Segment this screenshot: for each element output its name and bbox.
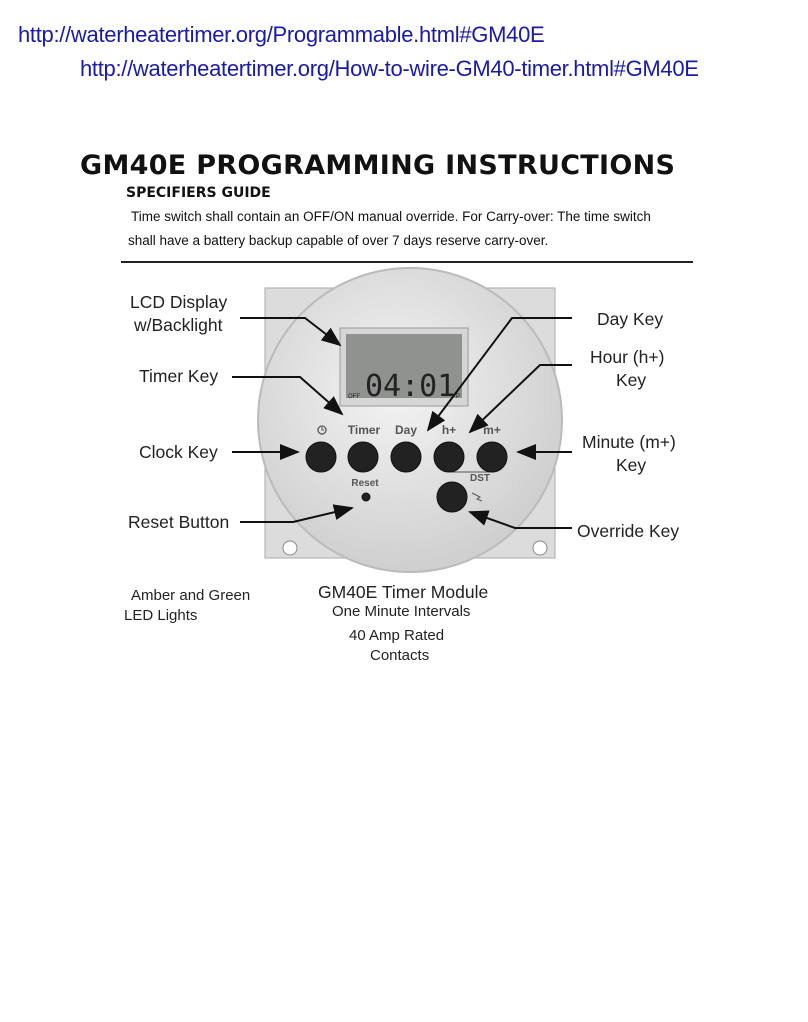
lcd-display [346,334,462,398]
callout-reset-button: Reset Button [128,512,230,532]
paragraph-line-2: shall have a battery backup capable of o… [128,233,549,248]
caption-rated-line2: Contacts [370,647,430,664]
reset-label: Reset [351,478,379,489]
caption-intervals: One Minute Intervals [332,603,471,620]
minute-key[interactable] [476,441,508,473]
callout-minute-line2: Key [616,455,647,475]
link-how-to-wire[interactable]: http://waterheatertimer.org/How-to-wire-… [80,56,699,81]
callout-hour-line2: Key [616,370,647,390]
timer-key[interactable] [347,441,379,473]
callout-day-key: Day Key [597,309,664,329]
timer-key-label: Timer [348,423,381,437]
timer-housing [257,267,563,573]
reset-button[interactable] [361,492,371,502]
section-subtitle: SPECIFIERS GUIDE [126,185,271,201]
caption-rated-line1: 40 Amp Rated [349,627,445,644]
day-key-label: Day [395,423,417,437]
caption-module: GM40E Timer Module [318,582,489,602]
minute-key-label: m+ [483,423,501,437]
callout-hour-line1: Hour (h+) [590,347,665,367]
callout-arrows [232,317,572,529]
callout-clock-key: Clock Key [139,442,218,462]
hour-key[interactable] [433,441,465,473]
callout-lcd-line2: w/Backlight [134,315,223,335]
clock-icon [317,425,327,435]
paragraph-line-1: Time switch shall contain an OFF/ON manu… [131,209,651,224]
override-key[interactable] [436,481,468,513]
callout-minute-line1: Minute (m+) [582,432,676,452]
divider [121,261,693,263]
callout-lcd-line1: LCD Display [130,292,228,312]
lcd-pm-indicator: P [456,394,460,400]
lcd-off-indicator: OFF [348,394,360,400]
page-title: GM40E PROGRAMMING INSTRUCTIONS [80,150,676,181]
callout-override-key: Override Key [577,521,680,541]
hour-key-label: h+ [442,423,456,437]
hand-icon [471,492,483,502]
day-key[interactable] [390,441,422,473]
clock-key[interactable] [305,441,337,473]
caption-led-line2: LED Lights [124,607,198,624]
dst-label: DST [470,473,490,484]
link-programmable[interactable]: http://waterheatertimer.org/Programmable… [18,22,545,47]
callout-timer-key: Timer Key [139,366,219,386]
caption-led-line1: Amber and Green [131,587,251,604]
lcd-time: 04:01 [365,369,455,404]
